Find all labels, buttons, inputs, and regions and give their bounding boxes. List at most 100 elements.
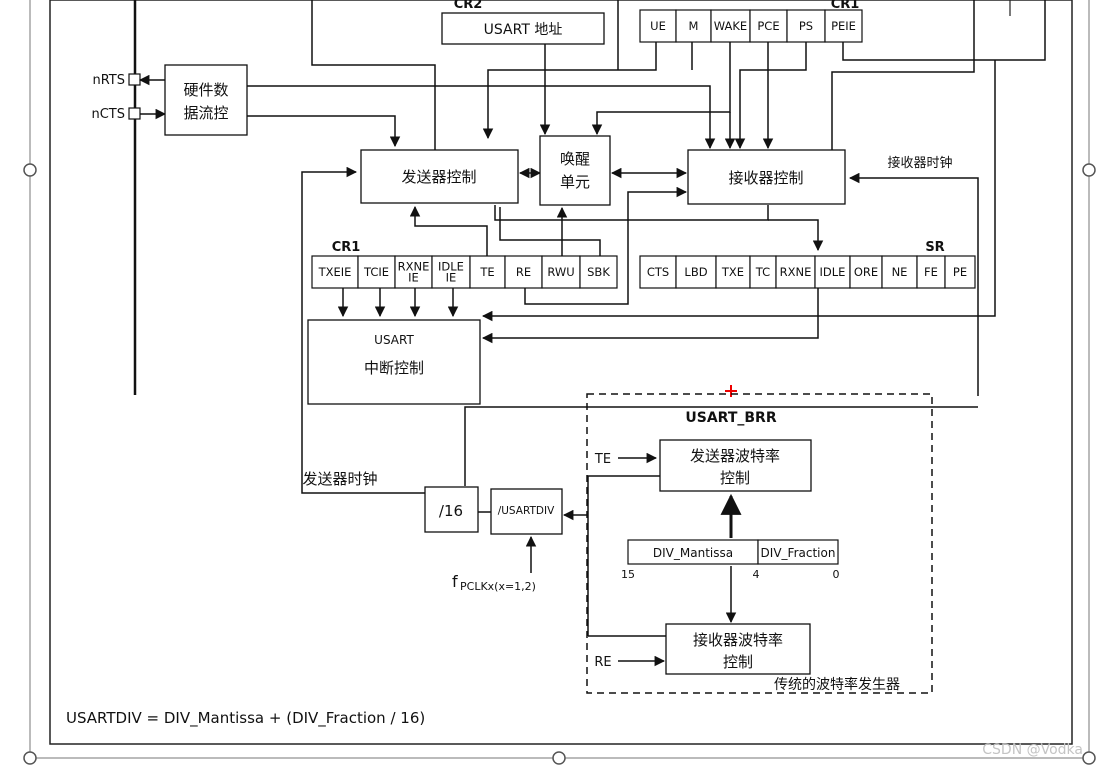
div16-label: /16 [439, 502, 463, 520]
cr1-bottom-cell-tcie: TCIE [357, 255, 396, 289]
rx-control-label: 接收器控制 [728, 169, 803, 187]
cr1-bottom-label: CR1 [332, 240, 361, 255]
cr1-top-label: CR1 [831, 0, 860, 12]
resize-handle-bottom[interactable] [552, 751, 566, 765]
sr-bit-label: CTS [647, 265, 669, 279]
sr-bit-label: RXNE [780, 265, 812, 279]
cr1-bottom-bit-label: IE [408, 271, 419, 285]
sr-bit-label: IDLE [820, 265, 846, 279]
div-mantissa-label: DIV_Mantissa [653, 546, 733, 560]
usartdiv-label: /USARTDIV [498, 505, 555, 517]
sr-bit-label: TXE [721, 265, 744, 279]
fpclk-sub: PCLKx(x=1,2) [460, 580, 536, 593]
cr1-bottom-bit-label: RWU [547, 265, 574, 279]
cr1-top-cell-peie: PEIE [824, 9, 863, 43]
rx-baud-line1: 接收器波特率 [693, 631, 783, 649]
sr-cell-idle: IDLE [814, 255, 851, 289]
resize-handle-right[interactable] [1082, 163, 1096, 177]
usartdiv-formula: USARTDIV = DIV_Mantissa + (DIV_Fraction … [66, 709, 425, 728]
wakeup-unit-block: 唤醒 单元 [539, 135, 611, 206]
cr1-top-bit-label: PEIE [831, 19, 856, 33]
tx-baud-control-block: 发送器波特率 控制 [659, 439, 812, 492]
sr-cell-lbd: LBD [675, 255, 717, 289]
re-input-label: RE [594, 655, 611, 670]
sr-cell-cts: CTS [639, 255, 677, 289]
bit-15-label: 15 [621, 568, 635, 581]
cr1-bottom-bit-label: SBK [587, 265, 610, 279]
interrupt-usart-label: USART [374, 333, 414, 347]
wakeup-line2: 单元 [560, 173, 590, 191]
baud-generator-region [586, 393, 933, 694]
cr1-bottom-bit-label: TCIE [363, 265, 389, 279]
wakeup-line1: 唤醒 [560, 150, 590, 168]
cr1-bottom-bit-label: IDLE [438, 260, 464, 274]
sr-bit-label: PE [953, 265, 967, 279]
div16-block: /16 [424, 486, 479, 533]
flow-control-line1: 硬件数 [183, 81, 228, 99]
cr1-top-cell-ps: PS [786, 9, 826, 43]
flow-control-line2: 据流控 [183, 104, 228, 122]
ncts-pin: nCTS [91, 107, 141, 122]
tx-control-block: 发送器控制 [360, 149, 519, 204]
tx-baud-line2: 控制 [720, 469, 750, 487]
cr1-top-cell-ue: UE [639, 9, 677, 43]
fpclk-main: f [452, 572, 458, 591]
diagram-border [49, 0, 1073, 745]
sr-cell-ore: ORE [849, 255, 883, 289]
cr1-bottom-bit-label: TE [479, 265, 494, 279]
cr1-top-cell-wake: WAKE [710, 9, 751, 43]
sr-cell-pe: PE [944, 255, 976, 289]
cr1-top-bit-label: WAKE [714, 19, 747, 33]
cr1-bottom-bit-label: RE [516, 265, 531, 279]
usart-address-label: USART 地址 [484, 22, 563, 38]
sr-bit-label: FE [924, 265, 938, 279]
tx-clock-label: 发送器时钟 [302, 470, 377, 488]
bit-0-label: 0 [833, 568, 840, 581]
sr-bit-label: LBD [684, 265, 707, 279]
usartdiv-block: /USARTDIV [490, 488, 563, 535]
cr1-bottom-cell-re: RE [504, 255, 543, 289]
watermark: CSDN @Vodka [982, 742, 1083, 758]
div-fraction-label: DIV_Fraction [761, 546, 836, 560]
rx-clock-label: 接收器时钟 [887, 155, 952, 171]
cr1-top-cell-m: M [675, 9, 712, 43]
sr-bit-label: TC [755, 265, 770, 279]
cr1-top-bit-label: PCE [757, 19, 779, 33]
brr-title: USART_BRR [685, 410, 776, 426]
cr1-bottom-bit-label: RXNE [398, 260, 430, 274]
sr-cell-ne: NE [881, 255, 918, 289]
te-input-label: TE [594, 452, 611, 467]
tx-control-label: 发送器控制 [401, 168, 476, 186]
resize-handle-left[interactable] [23, 163, 37, 177]
sr-cell-txe: TXE [715, 255, 751, 289]
cr1-top-bit-label: PS [799, 19, 813, 33]
resize-handle-bottom-right[interactable] [1082, 751, 1096, 765]
ncts-label: nCTS [91, 107, 125, 122]
cr1-top-bit-label: UE [650, 19, 666, 33]
flow-control-block: 硬件数 据流控 [164, 64, 248, 136]
bit-4-label: 4 [753, 568, 760, 581]
sr-label: SR [925, 240, 944, 255]
interrupt-control-label: 中断控制 [364, 359, 424, 377]
fpclk-label: f PCLKx(x=1,2) [452, 572, 536, 593]
cr1-bottom-cell-txeie: TXEIE [311, 255, 359, 289]
cursor-crosshair-icon [725, 385, 737, 397]
cr1-bottom-bit-label: TXEIE [318, 265, 352, 279]
cr1-bottom-bit-label: IE [446, 271, 457, 285]
sr-register: CTS LBD TXE TC RXNE IDLE ORE NE FE PE [639, 255, 976, 289]
usart-address-box: USART 地址 [441, 12, 605, 45]
tx-baud-line1: 发送器波特率 [690, 447, 780, 465]
cr1-bottom-cell-te: TE [469, 255, 506, 289]
sr-bit-label: ORE [854, 265, 878, 279]
sr-bit-label: NE [892, 265, 908, 279]
div-register: DIV_Mantissa DIV_Fraction 15 4 0 [621, 539, 840, 581]
resize-handle-bottom-left[interactable] [23, 751, 37, 765]
rx-baud-control-block: 接收器波特率 控制 [665, 623, 811, 675]
generator-caption: 传统的波特率发生器 [774, 676, 900, 693]
rx-baud-line2: 控制 [723, 653, 753, 671]
sr-cell-fe: FE [916, 255, 946, 289]
